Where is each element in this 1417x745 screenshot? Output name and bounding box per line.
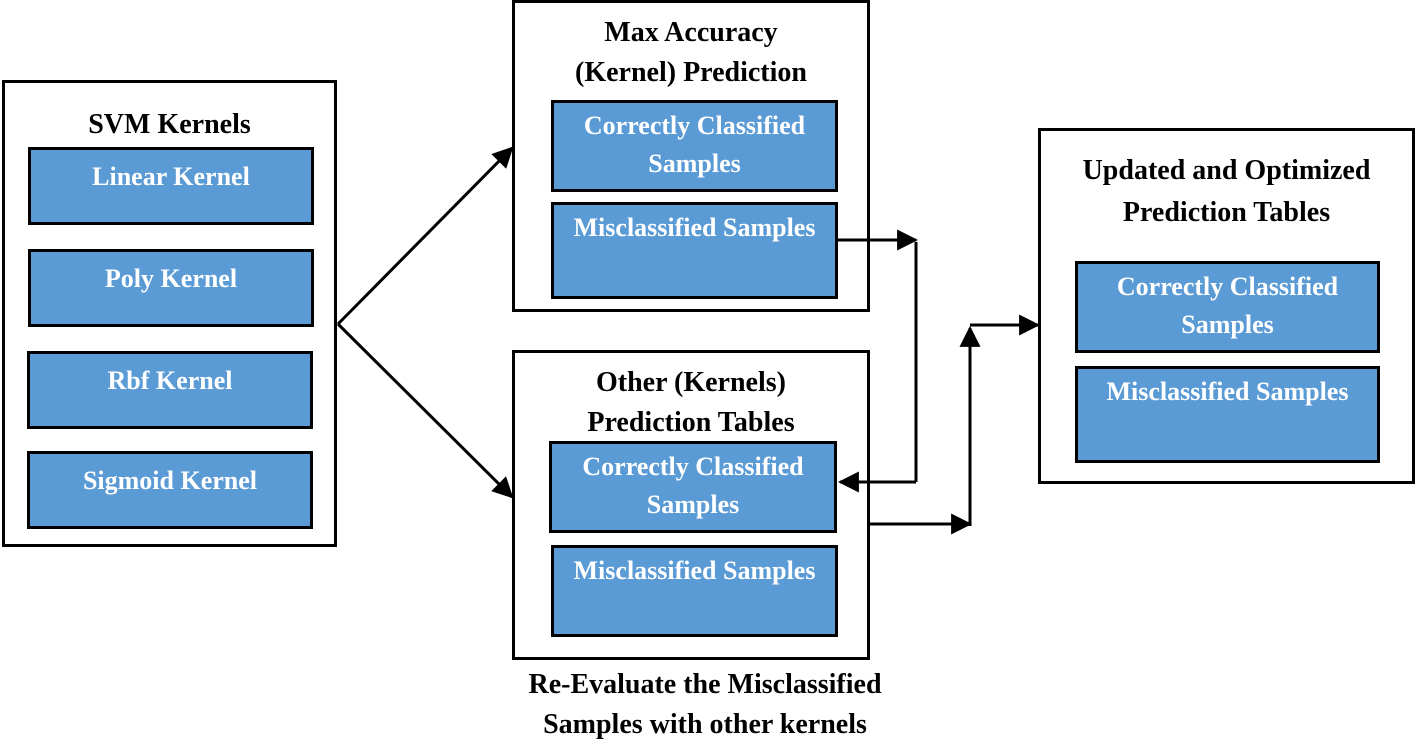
updated-misclassified-box: Misclassified Samples (1075, 366, 1380, 463)
linear-kernel-box: Linear Kernel (28, 147, 314, 225)
caption-line1: Re-Evaluate the Misclassified (528, 669, 882, 700)
other-kernels-panel: Other (Kernels) Prediction Tables Correc… (512, 350, 870, 660)
max-accuracy-title-line1: Max Accuracy (604, 17, 778, 48)
other-kernels-title-line2: Prediction Tables (587, 407, 795, 438)
max-accuracy-misclassified-box: Misclassified Samples (551, 202, 838, 299)
updated-tables-panel: Updated and Optimized Prediction Tables … (1038, 128, 1415, 484)
caption-line2: Samples with other kernels (543, 709, 867, 740)
updated-tables-title-line1: Updated and Optimized (1082, 155, 1371, 186)
updated-tables-title-line2: Prediction Tables (1122, 197, 1331, 228)
other-kernels-misclassified-box: Misclassified Samples (551, 545, 838, 637)
rbf-kernel-box: Rbf Kernel (27, 351, 313, 429)
poly-kernel-box: Poly Kernel (28, 249, 314, 327)
svm-kernels-title: SVM Kernels (88, 109, 251, 140)
max-accuracy-title-line2: (Kernel) Prediction (575, 57, 807, 88)
max-accuracy-panel: Max Accuracy (Kernel) Prediction Correct… (512, 0, 870, 312)
svm-kernels-panel: SVM Kernels Linear Kernel Poly Kernel Rb… (2, 80, 337, 547)
arrow-to-other-kernels (336, 322, 514, 499)
sigmoid-kernel-box: Sigmoid Kernel (27, 451, 313, 529)
other-kernels-correct-box: Correctly Classified Samples (549, 441, 837, 533)
updated-correct-box: Correctly Classified Samples (1075, 261, 1380, 353)
arrow-to-max-accuracy (336, 146, 514, 326)
other-kernels-title-line1: Other (Kernels) (596, 367, 786, 398)
max-accuracy-correct-box: Correctly Classified Samples (551, 100, 838, 192)
